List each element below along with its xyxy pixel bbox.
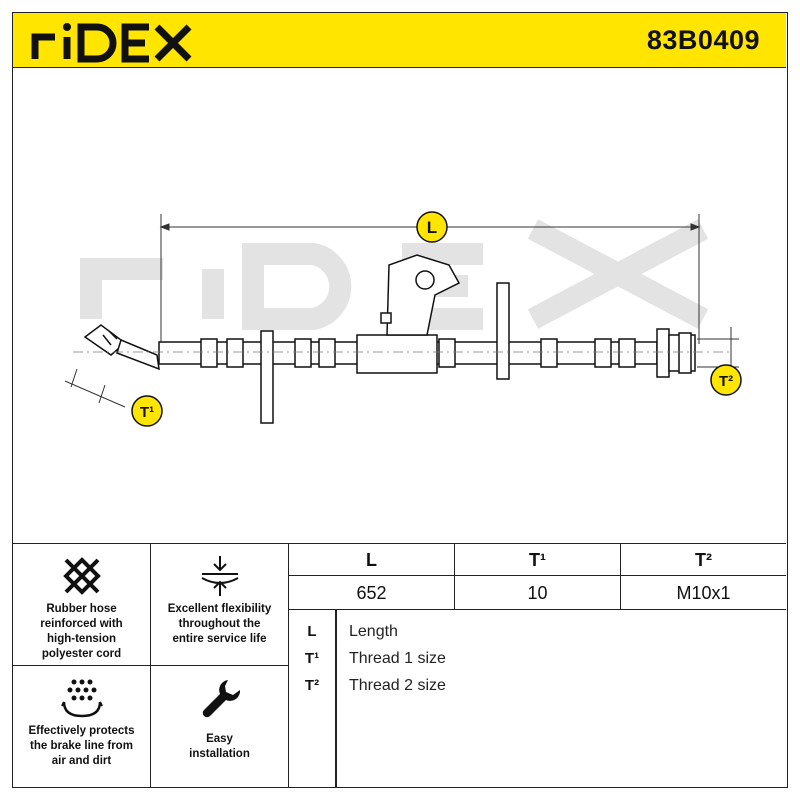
thread2-badge-label: T²	[719, 373, 733, 390]
legend-key: T¹	[304, 650, 320, 667]
compression-arrows-icon	[201, 556, 238, 596]
spec-value-thread1: 10	[455, 576, 621, 610]
hose-body	[83, 254, 696, 424]
feature-text: Excellent flexibility throughout the ent…	[167, 603, 272, 645]
feature-text: Easy installation	[189, 733, 250, 760]
thread2-badge: T²	[710, 364, 742, 396]
spec-legend: L Length T¹ Thread 1 size T² Thread 2 si…	[289, 610, 786, 788]
legend-divider	[335, 610, 337, 788]
legend-desc: Thread 1 size	[349, 650, 446, 667]
legend-desc: Length	[349, 623, 398, 640]
feature-flexibility: Excellent flexibility throughout the ent…	[151, 544, 289, 666]
length-badge-label: L	[427, 218, 437, 237]
legend-row: L Length	[289, 618, 786, 645]
length-badge: L	[416, 211, 448, 243]
thread1-badge: T¹	[131, 395, 163, 427]
feature-reinforced-hose: Rubber hose reinforced with high-tension…	[13, 544, 151, 666]
thread1-dimension	[64, 368, 126, 408]
legend-desc: Thread 2 size	[349, 677, 446, 694]
legend-key: L	[307, 623, 317, 640]
legend-row: T² Thread 2 size	[289, 672, 786, 699]
spec-header-thread2: T²	[621, 544, 786, 576]
spec-header-thread1: T¹	[455, 544, 621, 576]
brand-logo	[31, 23, 192, 63]
woven-cord-icon	[62, 557, 101, 595]
product-sheet: 83B0409 L	[12, 12, 788, 788]
feature-text: Effectively protects the brake line from…	[28, 725, 135, 767]
thread1-badge-label: T¹	[140, 404, 154, 421]
feature-easy-installation: Easy installation	[151, 666, 289, 788]
feature-text: Rubber hose reinforced with high-tension…	[40, 603, 123, 660]
legend-key: T²	[304, 677, 320, 694]
spec-value-length: 652	[289, 576, 455, 610]
info-panel: Rubber hose reinforced with high-tension…	[13, 543, 786, 788]
brake-hose-drawing: L	[64, 211, 742, 427]
wrench-icon	[202, 680, 240, 718]
spec-header-length: L	[289, 544, 455, 576]
shield-dots-icon	[60, 679, 103, 718]
header-bar: 83B0409	[13, 13, 786, 68]
spec-value-thread2: M10x1	[621, 576, 786, 610]
legend-row: T¹ Thread 1 size	[289, 645, 786, 672]
spec-table: L T¹ T² 652 10 M10x1	[289, 544, 786, 610]
feature-protection: Effectively protects the brake line from…	[13, 666, 151, 788]
part-number: 83B0409	[646, 25, 760, 55]
